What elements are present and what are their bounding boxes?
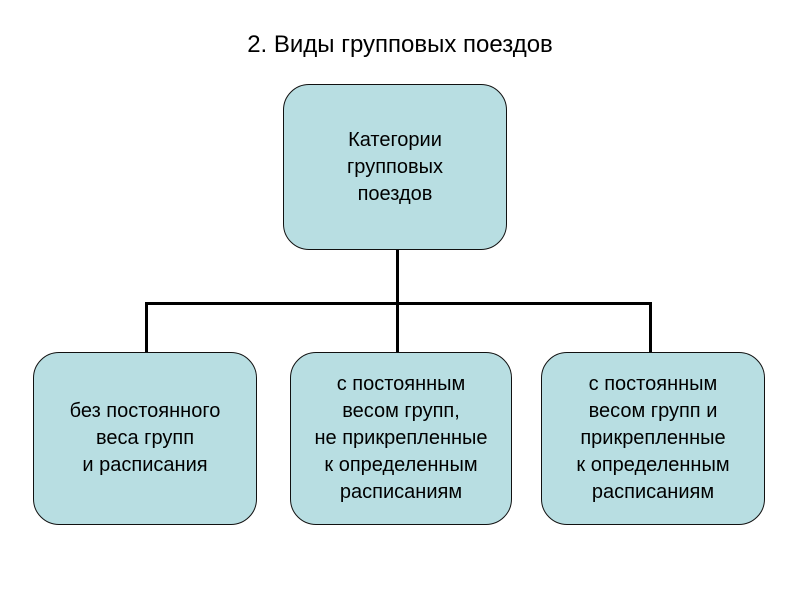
connector-drop-right	[649, 302, 652, 353]
connector-drop-left	[145, 302, 148, 353]
node-root-categories[interactable]: Категории групповых поездов	[283, 84, 507, 250]
node-child-without-constant-weight[interactable]: без постоянного веса групп и расписания	[33, 352, 257, 525]
node-child-constant-weight-attached[interactable]: с постоянным весом групп и прикрепленные…	[541, 352, 765, 525]
connector-stem-root	[396, 249, 399, 353]
page-title: 2. Виды групповых поездов	[247, 31, 553, 58]
connector-horizontal-bar	[145, 302, 652, 305]
node-child-constant-weight-not-attached[interactable]: с постоянным весом групп, не прикрепленн…	[290, 352, 512, 525]
